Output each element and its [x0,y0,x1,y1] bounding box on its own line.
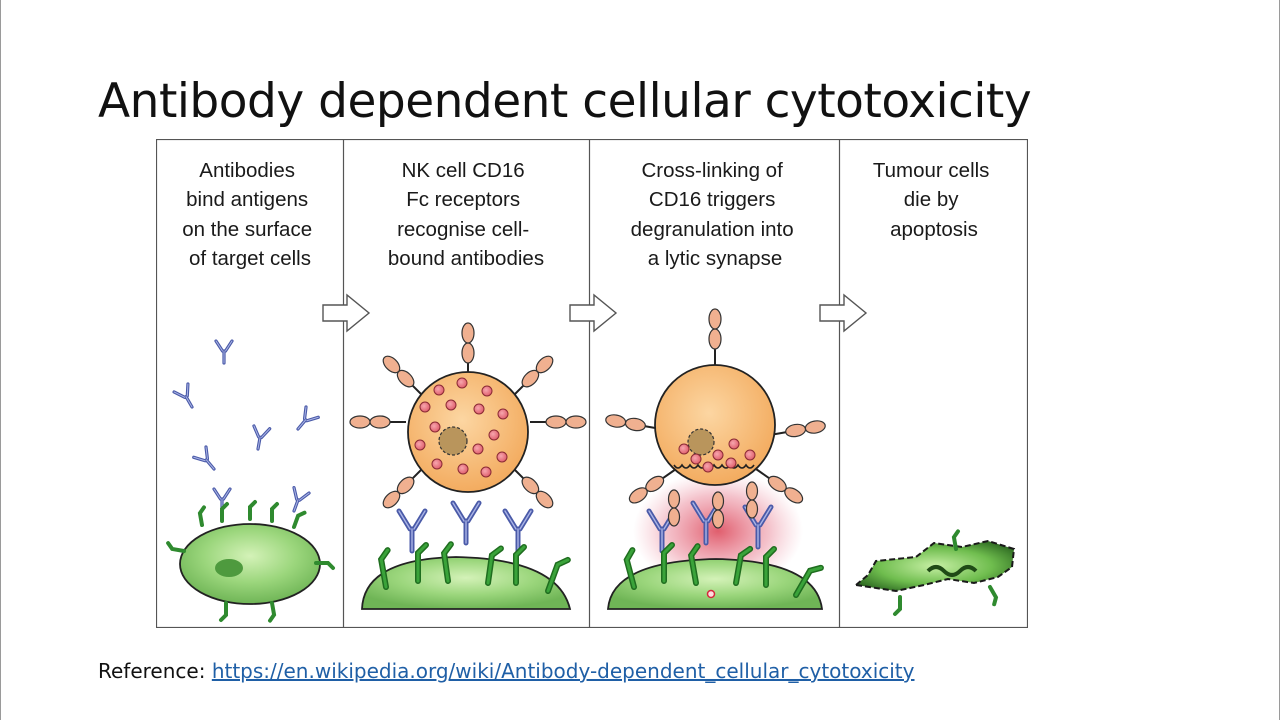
reference-label: Reference: [98,659,206,683]
target-cell [165,500,335,623]
nk-cell-3 [654,364,776,486]
reference-line: Reference: https://en.wikipedia.org/wiki… [98,659,915,683]
slide-left-edge [0,0,1,720]
adcc-diagram: Antibodies bind antigens on the surface … [156,139,1028,628]
panel-4-caption: Tumour cells die by apoptosis [873,159,995,241]
reference-link[interactable]: https://en.wikipedia.org/wiki/Antibody-d… [211,659,915,683]
panel-2-caption: NK cell CD16 Fc receptors recognise cell… [388,159,544,270]
nk-cell [407,371,529,493]
panel-1-caption: Antibodies bind antigens on the surface … [182,159,318,270]
apoptotic-cell [853,529,1016,616]
cross-linked-receptors [667,481,759,529]
target-cell-partial [361,544,572,610]
panel-3-caption: Cross-linking of CD16 triggers degranula… [631,159,800,270]
target-cell-partial-3 [607,545,822,610]
slide-title: Antibody dependent cellular cytotoxicity [98,74,1032,129]
